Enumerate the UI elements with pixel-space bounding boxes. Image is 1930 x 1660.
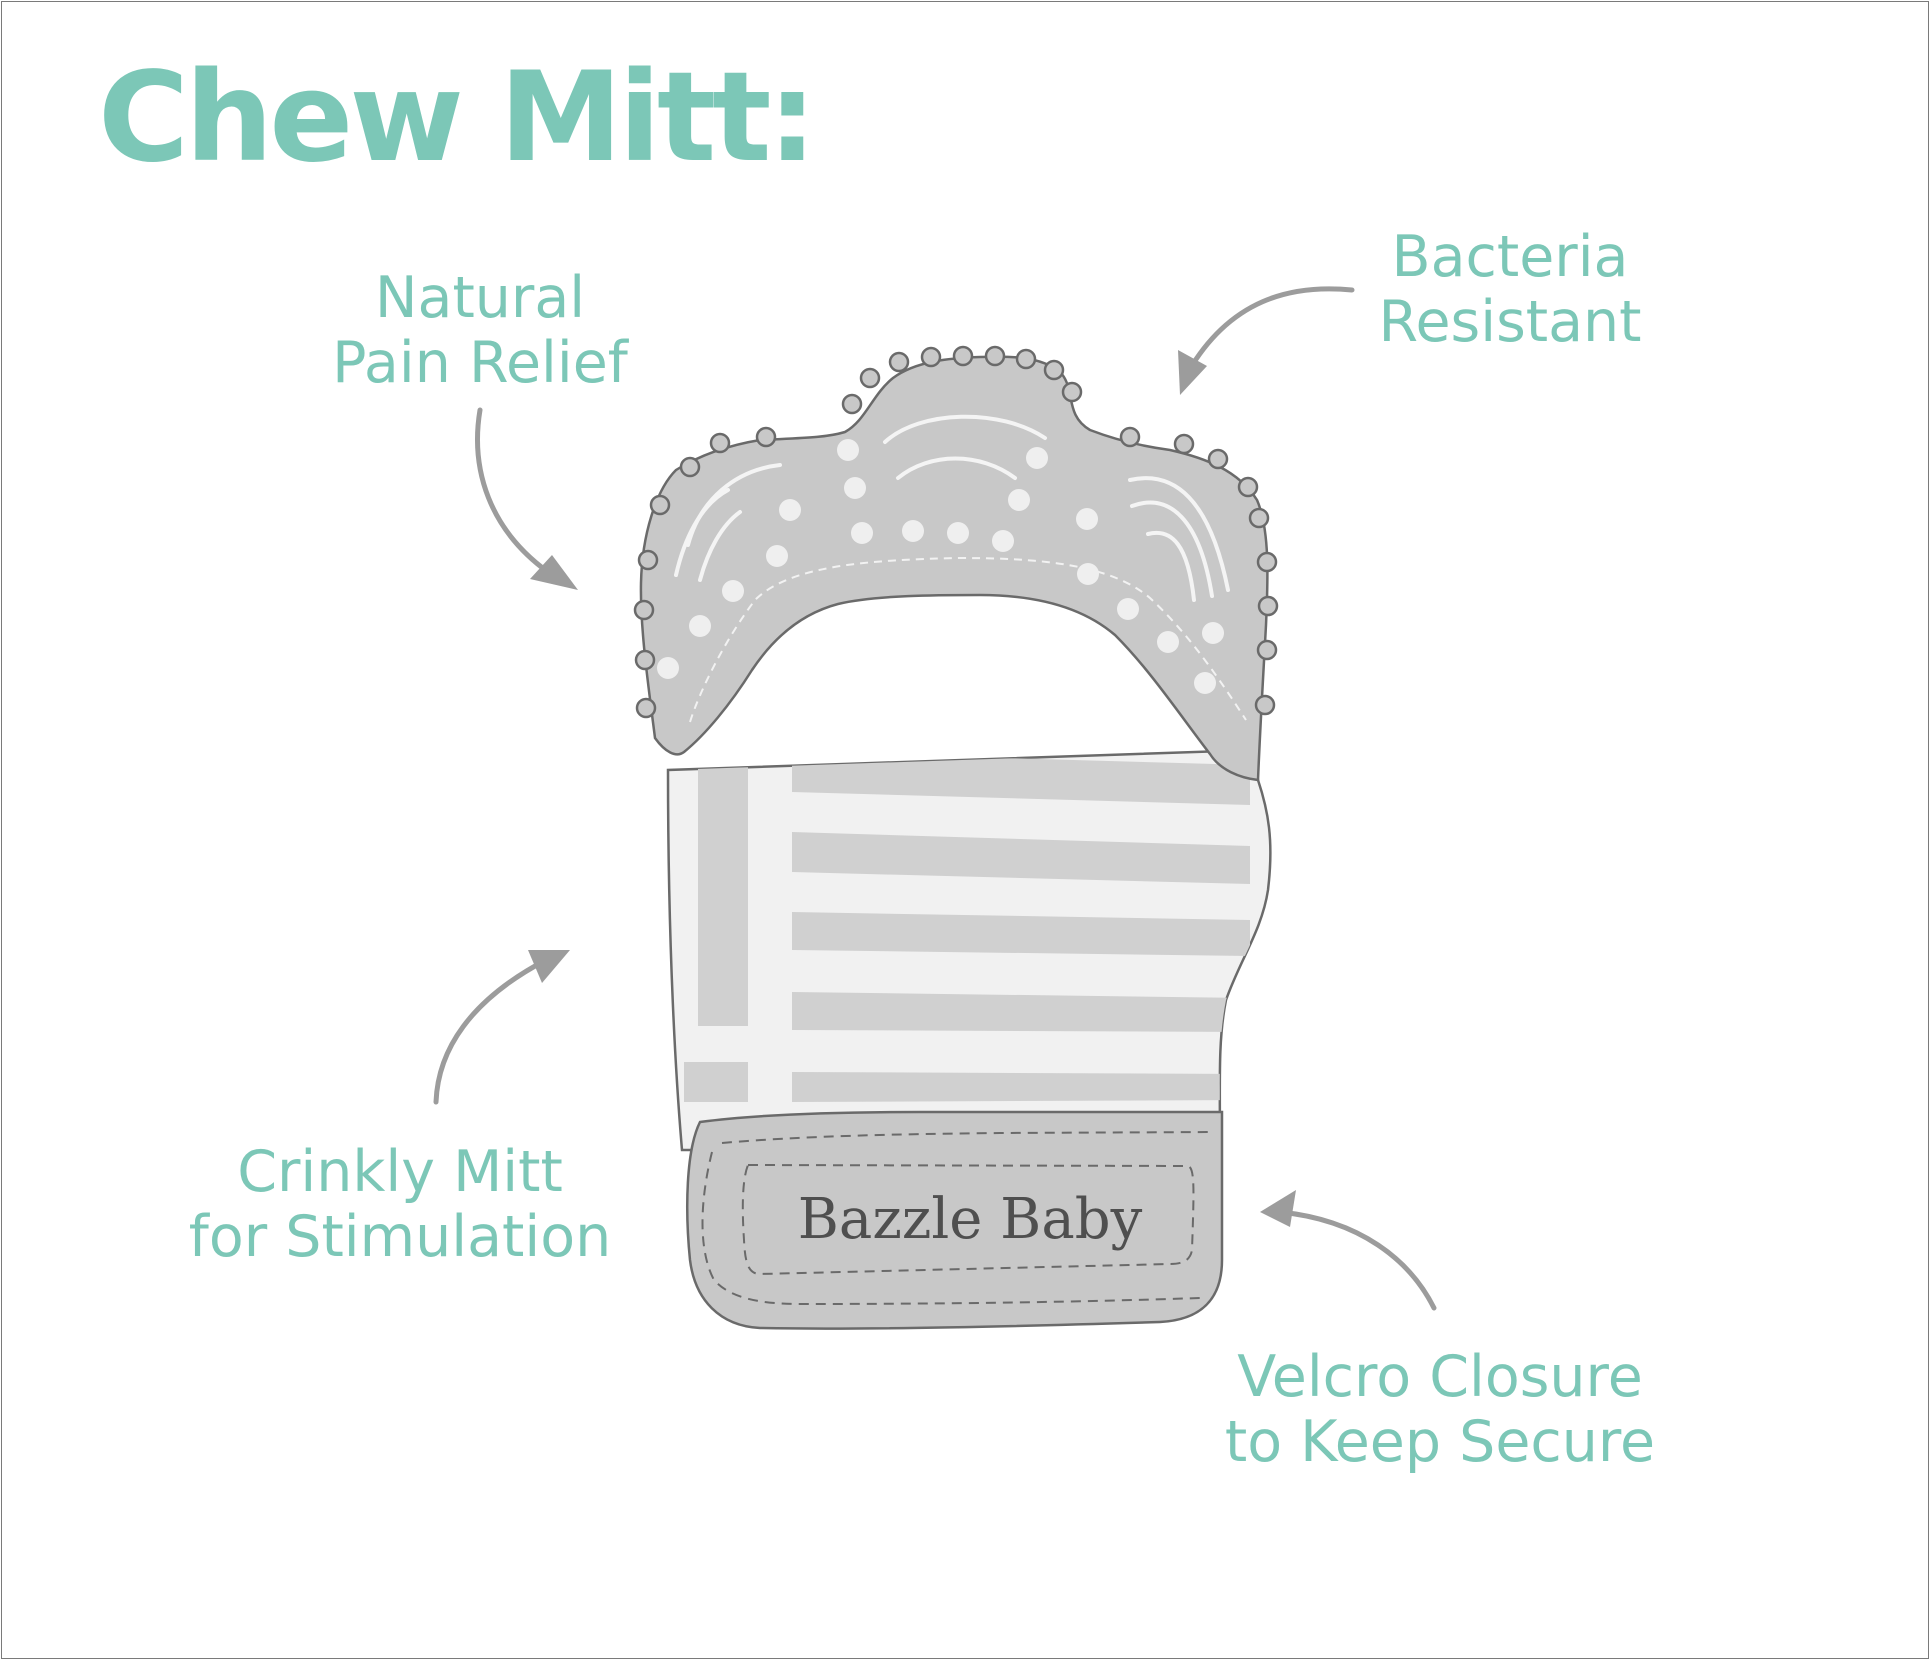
callout-line: Bacteria <box>1391 224 1629 290</box>
velcro-strap: Bazzle Baby <box>686 1110 1224 1330</box>
brand-label: Bazzle Baby <box>798 1187 1143 1252</box>
callout-natural-pain-relief: Natural Pain Relief <box>280 266 680 396</box>
arrow-velcro <box>1277 1209 1437 1311</box>
callout-line: Velcro Closure <box>1237 1344 1643 1410</box>
silicone-teether <box>633 345 1279 782</box>
callout-bacteria-resistant: Bacteria Resistant <box>1350 225 1670 355</box>
callout-arrows <box>433 286 1437 1311</box>
callout-velcro-closure: Velcro Closure to Keep Secure <box>1200 1345 1680 1475</box>
callout-line: Pain Relief <box>332 330 628 396</box>
arrowhead-natural <box>530 555 578 590</box>
arrow-crinkly <box>433 957 549 1105</box>
arrow-heads <box>528 350 1296 1227</box>
callout-crinkly-mitt: Crinkly Mitt for Stimulation <box>180 1140 620 1270</box>
teether-ridges <box>674 414 1230 602</box>
arrowhead-velcro <box>1260 1190 1296 1227</box>
page-title: Chew Mitt: <box>98 46 817 190</box>
callout-line: Natural <box>374 265 586 331</box>
teether-dots <box>657 439 1224 694</box>
teether-nubs <box>633 345 1279 719</box>
arrow-natural <box>475 407 551 575</box>
callout-line: Resistant <box>1378 289 1642 355</box>
mitt-fabric-body <box>666 748 1272 1152</box>
arrowhead-bacteria <box>1178 350 1207 395</box>
arrowhead-crinkly <box>528 950 570 983</box>
fabric-stripes <box>684 750 1250 1150</box>
arrow-bacteria <box>1185 286 1355 375</box>
callout-line: to Keep Secure <box>1224 1409 1656 1475</box>
callout-line: Crinkly Mitt <box>237 1139 563 1205</box>
callout-line: for Stimulation <box>188 1204 612 1270</box>
